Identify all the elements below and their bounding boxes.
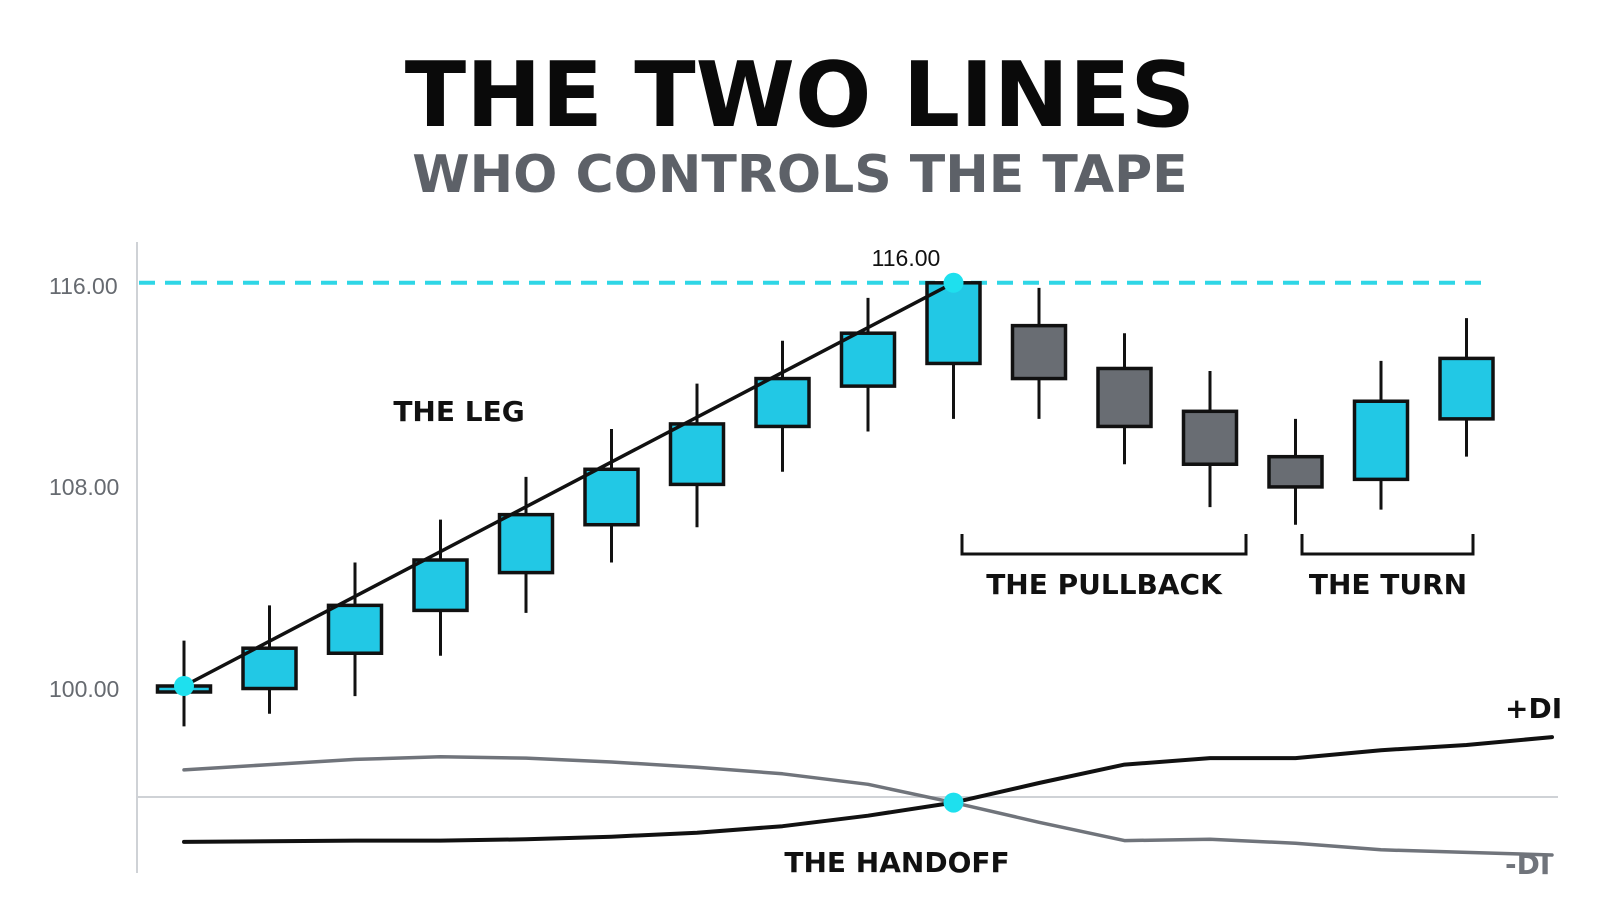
- candle-body: [497, 512, 555, 575]
- axes: [136, 242, 1558, 873]
- candle: [583, 428, 640, 563]
- candle-body: [1438, 356, 1495, 421]
- candle: [839, 297, 897, 432]
- brackets: [960, 534, 1475, 556]
- trend-start-marker: [174, 676, 194, 696]
- candle-body: [326, 603, 384, 655]
- series-label-minus-di: -DI: [1505, 848, 1550, 881]
- candle-body: [412, 558, 469, 613]
- candle-body: [925, 281, 982, 366]
- candle: [1438, 318, 1495, 457]
- peak-marker: [943, 272, 964, 293]
- level-line-label: 116.00: [872, 245, 941, 271]
- candle: [1352, 360, 1410, 510]
- series-label-plus-di: +DI: [1505, 692, 1562, 725]
- candle: [1181, 371, 1239, 508]
- y-tick-label: 100.00: [49, 676, 119, 702]
- pullback-bracket: [960, 534, 1248, 556]
- candle-body: [1010, 323, 1068, 381]
- candle: [497, 476, 555, 613]
- y-tick-label: 108.00: [49, 474, 119, 500]
- y-tick-label: 116.00: [49, 273, 118, 299]
- candle: [412, 519, 469, 656]
- annotation-turn: THE TURN: [1309, 568, 1467, 601]
- candle-body: [1352, 399, 1410, 482]
- candle-body: [1096, 366, 1153, 429]
- candles: [155, 281, 1495, 727]
- crossover-marker: [943, 792, 964, 813]
- chart-title: THE TWO LINES: [405, 43, 1196, 148]
- candle-body: [754, 376, 811, 429]
- candle-body: [668, 422, 726, 487]
- candle-body: [1181, 409, 1239, 466]
- trend-line-group: [182, 281, 956, 688]
- markers: [174, 272, 964, 813]
- minus-di-line: [182, 755, 1554, 857]
- turn-bracket: [1300, 534, 1475, 556]
- plus-di-line: [182, 735, 1554, 844]
- candle: [1096, 333, 1153, 465]
- annotation-pullback: THE PULLBACK: [986, 568, 1223, 601]
- candle-body: [241, 646, 298, 691]
- annotations: THE LEG THE PULLBACK THE TURN THE HANDOF…: [393, 395, 1562, 881]
- candle: [326, 562, 384, 697]
- annotation-handoff: THE HANDOFF: [784, 846, 1009, 879]
- annotation-leg: THE LEG: [393, 395, 524, 428]
- candle: [1267, 418, 1324, 525]
- candle: [754, 340, 811, 472]
- di-lines: [182, 735, 1554, 857]
- candle: [241, 605, 298, 714]
- candle-body: [583, 467, 640, 527]
- trend-line: [182, 281, 956, 688]
- candle-body: [1267, 454, 1324, 489]
- chart-subtitle: WHO CONTROLS THE TAPE: [412, 145, 1187, 205]
- candle-body: [839, 331, 897, 388]
- candle: [925, 281, 982, 419]
- candle: [1010, 287, 1068, 419]
- y-tick-labels: 100.00 108.00 116.00: [49, 273, 119, 702]
- candle: [668, 383, 726, 528]
